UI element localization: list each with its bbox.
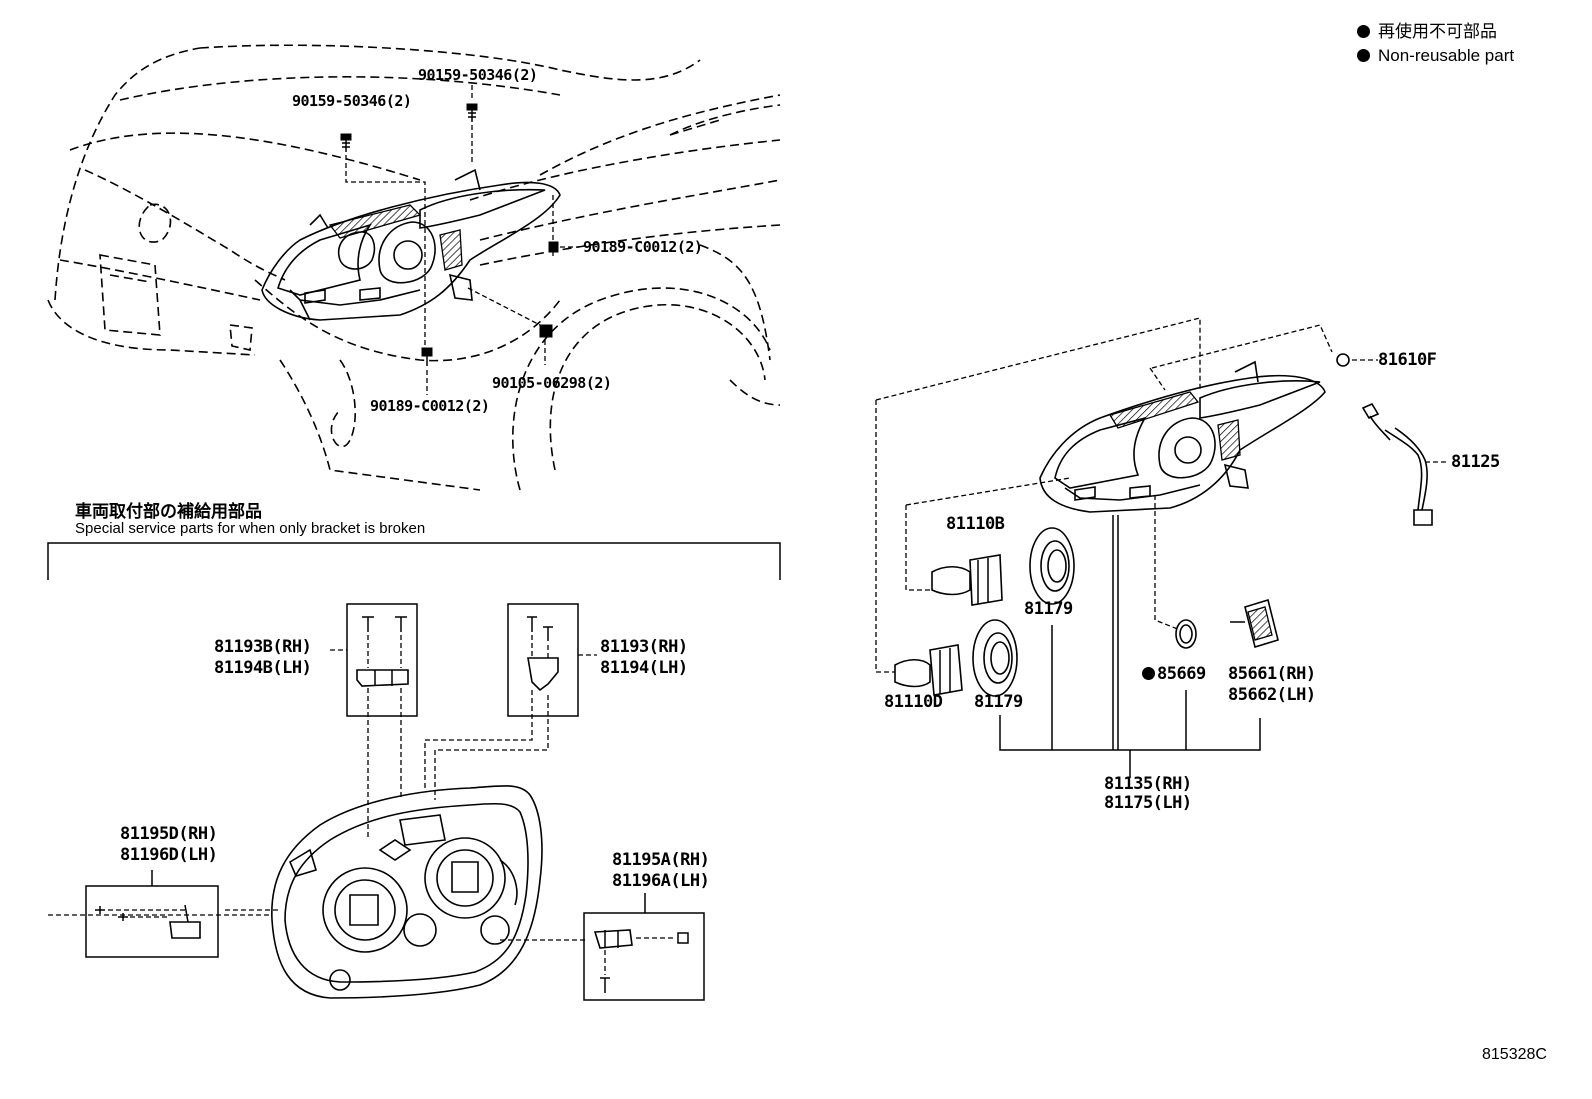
non-reusable-dot-icon <box>1357 49 1370 62</box>
label-81193B: 81193B(RH) <box>214 637 312 657</box>
label-81196A: 81196A(LH) <box>612 871 710 891</box>
bracket-81193-box <box>507 603 597 717</box>
label-90189-lower: 90189-C0012(2) <box>370 397 490 415</box>
gasket-85669 <box>1175 619 1197 649</box>
label-81196D: 81196D(LH) <box>120 845 218 865</box>
legend-en-text: Non-reusable part <box>1378 46 1515 65</box>
bracket-81195A-box <box>583 893 705 1001</box>
vehicle-headlamp <box>261 168 561 321</box>
label-81125: 81125 <box>1451 452 1500 472</box>
label-85662: 85662(LH) <box>1228 685 1316 705</box>
non-reusable-dot-icon <box>1142 667 1155 680</box>
bracket-81195D-box <box>85 870 219 958</box>
legend-jp: 再使用不可部品 <box>1357 21 1497 43</box>
socket-81610F <box>1336 353 1350 367</box>
label-90159-upper: 90159-50346(2) <box>418 66 538 84</box>
label-81175: 81175(LH) <box>1104 793 1192 813</box>
cap-81179-upper <box>1029 527 1075 605</box>
label-81179-upper: 81179 <box>1024 599 1073 619</box>
vehicle-leaders <box>345 85 580 395</box>
non-reusable-dot-icon <box>1357 25 1370 38</box>
figure-id: 815328C <box>1482 1046 1547 1063</box>
legend-jp-text: 再使用不可部品 <box>1378 22 1497 41</box>
vehicle-front-outline <box>47 44 781 491</box>
cap-81179-lower <box>972 619 1018 697</box>
label-85661: 85661(RH) <box>1228 664 1316 684</box>
label-81110B: 81110B <box>946 514 1005 534</box>
bulb-81110B <box>931 554 1003 606</box>
bracket-section-frame <box>47 542 781 580</box>
bracket-connection-lines <box>48 688 585 941</box>
headlamp-assembly <box>1039 360 1326 513</box>
label-81610F: 81610F <box>1378 350 1437 370</box>
label-90105: 90105-06298(2) <box>492 374 612 392</box>
label-81194: 81194(LH) <box>600 658 688 678</box>
label-81195D: 81195D(RH) <box>120 824 218 844</box>
label-90189-right: 90189-C0012(2) <box>583 238 703 256</box>
label-85669-text: 85669 <box>1157 664 1206 684</box>
legend-en: Non-reusable part <box>1357 45 1514 67</box>
wire-harness-81125 <box>1361 402 1433 526</box>
label-81195A: 81195A(RH) <box>612 850 710 870</box>
headlamp-leaders <box>875 317 1448 778</box>
label-81193: 81193(RH) <box>600 637 688 657</box>
bracket-81193B-box <box>330 603 418 717</box>
section-title-en: Special service parts for when only brac… <box>75 520 426 537</box>
section-title-jp: 車両取付部の補給用部品 <box>75 502 262 521</box>
vehicle-fasteners <box>340 103 559 366</box>
label-81179-lower: 81179 <box>974 692 1023 712</box>
label-81194B: 81194B(LH) <box>214 658 312 678</box>
label-90159-lower: 90159-50346(2) <box>292 92 412 110</box>
label-81135: 81135(RH) <box>1104 774 1192 794</box>
headlamp-rear-housing <box>271 785 543 999</box>
label-85669: 85669 <box>1142 665 1206 684</box>
actuator-85661 <box>1230 598 1279 649</box>
label-81110D: 81110D <box>884 692 943 712</box>
bulb-81110D <box>894 644 963 696</box>
